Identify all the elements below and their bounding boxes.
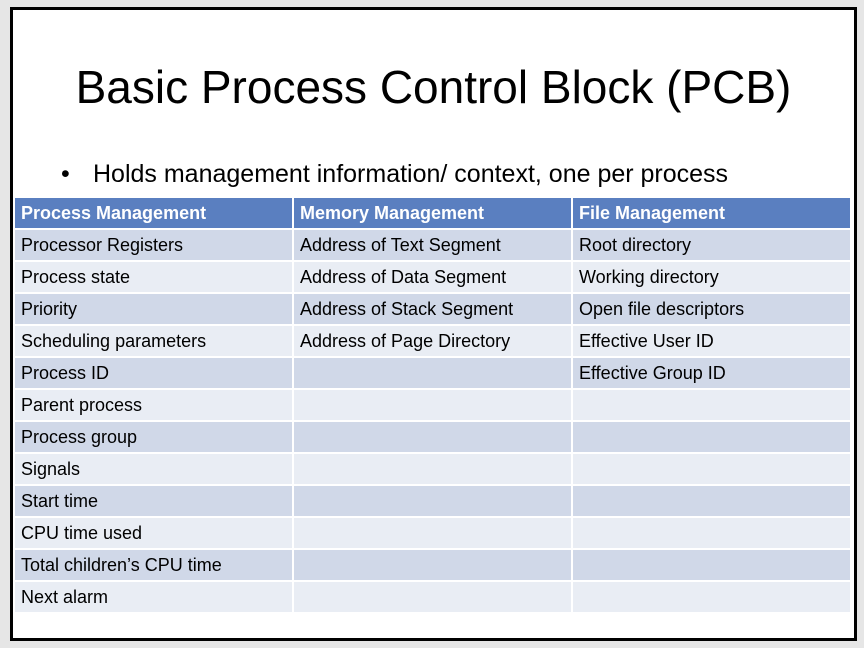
header-memory-management: Memory Management xyxy=(292,196,573,230)
table-cell: Open file descriptors xyxy=(571,292,852,326)
table-row: Signals xyxy=(13,452,852,486)
table-cell: Process group xyxy=(13,420,294,454)
bullet-text: Holds management information/ context, o… xyxy=(93,160,729,188)
header-process-management: Process Management xyxy=(13,196,294,230)
table-cell xyxy=(571,516,852,550)
table-row: Total children’s CPU time xyxy=(13,548,852,582)
table-cell xyxy=(571,580,852,614)
table-cell: Parent process xyxy=(13,388,294,422)
table-cell: Priority xyxy=(13,292,294,326)
table-cell xyxy=(292,452,573,486)
table-cell: Total children’s CPU time xyxy=(13,548,294,582)
table-cell xyxy=(571,484,852,518)
table-cell xyxy=(292,580,573,614)
table-row: Start time xyxy=(13,484,852,518)
table-cell xyxy=(571,388,852,422)
table-header-row: Process Management Memory Management Fil… xyxy=(13,196,852,230)
table-cell xyxy=(571,420,852,454)
table-row: Parent process xyxy=(13,388,852,422)
table-cell xyxy=(292,484,573,518)
table-row: Process group xyxy=(13,420,852,454)
table-cell: Next alarm xyxy=(13,580,294,614)
table-cell: Working directory xyxy=(571,260,852,294)
bullet-icon: • xyxy=(61,160,70,188)
table-cell: Root directory xyxy=(571,228,852,262)
table-cell xyxy=(571,452,852,486)
table-cell: Address of Data Segment xyxy=(292,260,573,294)
table-cell xyxy=(292,516,573,550)
table-cell: Address of Text Segment xyxy=(292,228,573,262)
table-cell: CPU time used xyxy=(13,516,294,550)
pcb-table: Process Management Memory Management Fil… xyxy=(13,196,852,614)
table-cell: Effective User ID xyxy=(571,324,852,358)
table-cell xyxy=(292,420,573,454)
header-file-management: File Management xyxy=(571,196,852,230)
table-cell: Effective Group ID xyxy=(571,356,852,390)
table-cell: Address of Page Directory xyxy=(292,324,573,358)
table-cell: Address of Stack Segment xyxy=(292,292,573,326)
table-cell: Process state xyxy=(13,260,294,294)
table-row: Next alarm xyxy=(13,580,852,614)
table-cell xyxy=(571,548,852,582)
table-row: CPU time used xyxy=(13,516,852,550)
table-cell: Signals xyxy=(13,452,294,486)
table-cell: Start time xyxy=(13,484,294,518)
table-cell xyxy=(292,548,573,582)
table-cell xyxy=(292,388,573,422)
slide: Basic Process Control Block (PCB) • Hold… xyxy=(10,7,857,641)
table-row: Process ID Effective Group ID xyxy=(13,356,852,390)
table-cell: Processor Registers xyxy=(13,228,294,262)
table-cell xyxy=(292,356,573,390)
slide-title: Basic Process Control Block (PCB) xyxy=(75,61,792,113)
table-cell: Process ID xyxy=(13,356,294,390)
table-cell: Scheduling parameters xyxy=(13,324,294,358)
